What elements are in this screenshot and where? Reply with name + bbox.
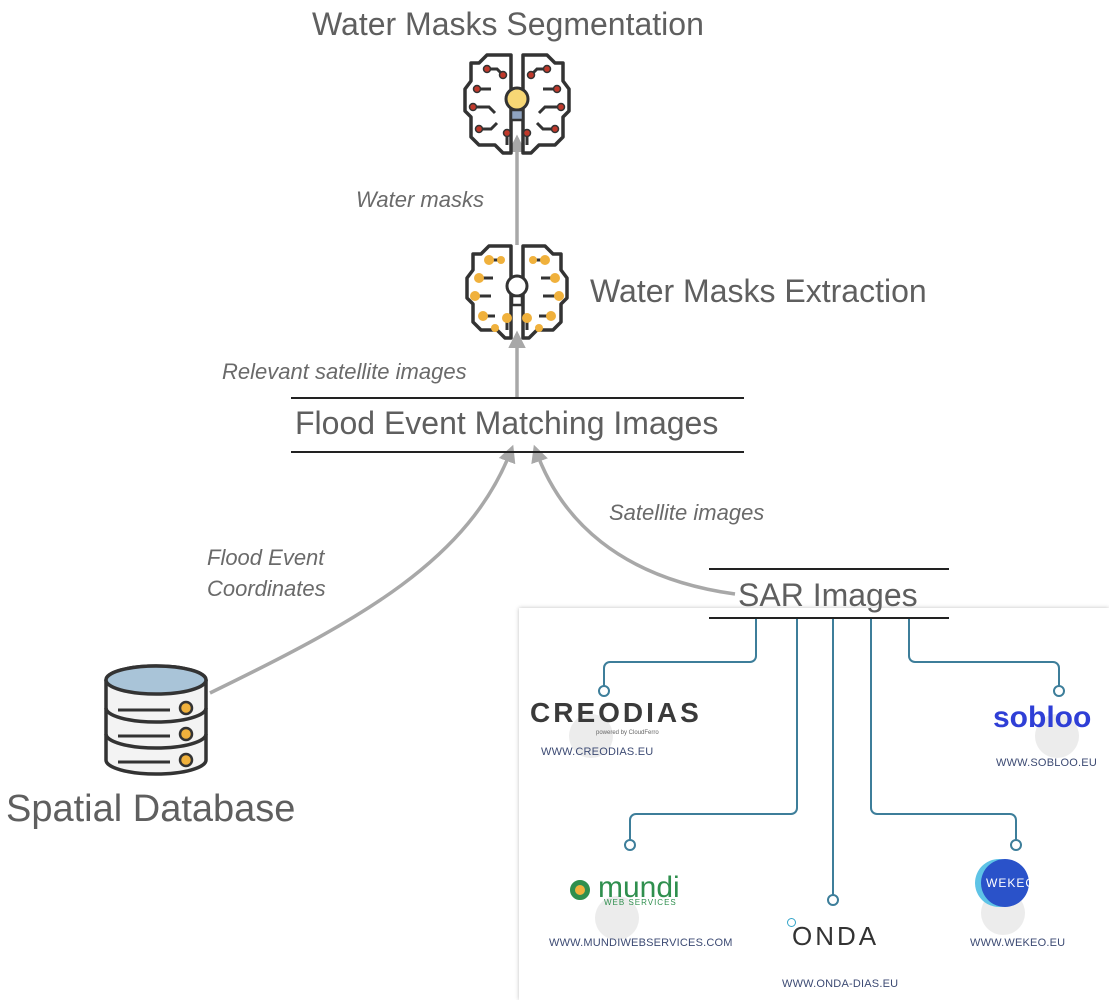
brain-extraction-icon [465, 244, 569, 340]
edge-label-relevant-images: Relevant satellite images [222, 359, 467, 384]
edge-label-satellite-images: Satellite images [609, 500, 765, 525]
creodias-url[interactable]: WWW.CREODIAS.EU [541, 746, 654, 758]
edge-label-coords-line2: Coordinates [207, 576, 326, 601]
onda-logo: ONDA [792, 921, 880, 951]
edge-label-coords-line1: Flood Event [207, 545, 325, 570]
database-icon [104, 664, 208, 776]
mundi-logo: mundi [598, 871, 680, 904]
segmentation-node-label: Water Masks Segmentation [312, 6, 704, 42]
database-node-label: Spatial Database [6, 788, 296, 830]
sobloo-logo: sobloo [993, 701, 1092, 734]
extraction-node-label: Water Masks Extraction [590, 273, 927, 309]
wekeo-url[interactable]: WWW.WEKEO.EU [970, 937, 1066, 949]
onda-dot-icon [787, 918, 796, 927]
sobloo-url[interactable]: WWW.SOBLOO.EU [996, 757, 1097, 769]
providers-panel [519, 608, 1109, 1000]
mundi-url[interactable]: WWW.MUNDIWEBSERVICES.COM [549, 937, 733, 949]
mundi-sub: WEB SERVICES [604, 898, 677, 907]
wekeo-mark-icon [981, 859, 1029, 907]
sar-node-label: SAR Images [738, 577, 918, 613]
creodias-logo: CREODIAS [530, 697, 702, 728]
arrow-sar-to-matching [531, 444, 736, 596]
matching-node-label: Flood Event Matching Images [295, 405, 719, 441]
creodias-tagline: powered by CloudFerro [596, 730, 659, 736]
brain-segmentation-icon [463, 53, 571, 155]
wekeo-logo: WEKEO [986, 876, 1036, 890]
edge-label-water-masks: Water masks [356, 187, 484, 212]
mundi-mark-icon [570, 880, 590, 900]
onda-url[interactable]: WWW.ONDA-DIAS.EU [782, 978, 899, 990]
arrow-database-to-matching [209, 444, 516, 695]
